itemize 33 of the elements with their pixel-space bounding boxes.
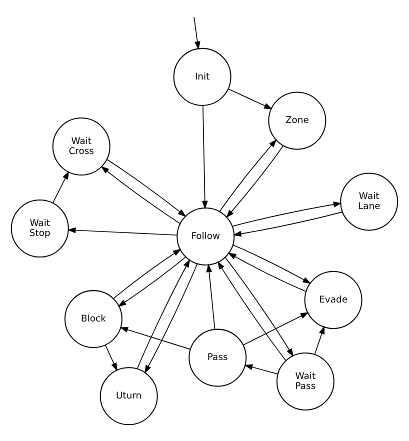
arrow	[136, 259, 190, 370]
node-circle: Wait Stop	[10, 200, 69, 258]
arrow	[105, 344, 118, 372]
arrow	[244, 364, 278, 374]
arrow	[228, 252, 306, 292]
arrow	[232, 244, 312, 284]
node-circle: Wait Pass	[276, 352, 334, 410]
arrow	[113, 248, 182, 300]
arrow	[194, 16, 200, 50]
arrow	[52, 170, 70, 204]
arrow	[228, 88, 272, 110]
arrow	[226, 145, 284, 218]
node-circle: Wait Lane	[340, 172, 398, 231]
node-circle: Init	[173, 48, 232, 106]
arrow	[202, 105, 208, 210]
arrow	[232, 212, 343, 237]
arrow	[217, 261, 286, 362]
arrow	[120, 326, 191, 350]
node-circle: Evade	[304, 270, 362, 329]
arrow	[106, 158, 186, 217]
arrow	[67, 227, 178, 236]
node-circle: Pass	[188, 328, 247, 387]
arrow	[224, 256, 294, 357]
arrow	[242, 312, 309, 346]
arrow	[232, 202, 342, 227]
arrow	[206, 264, 216, 330]
arrow	[314, 326, 325, 355]
arrow	[118, 256, 186, 307]
node-circle: Block	[64, 290, 122, 348]
arrow	[144, 264, 198, 374]
node-circle: Uturn	[100, 367, 158, 426]
arrow	[219, 139, 277, 212]
arrow	[100, 166, 181, 224]
